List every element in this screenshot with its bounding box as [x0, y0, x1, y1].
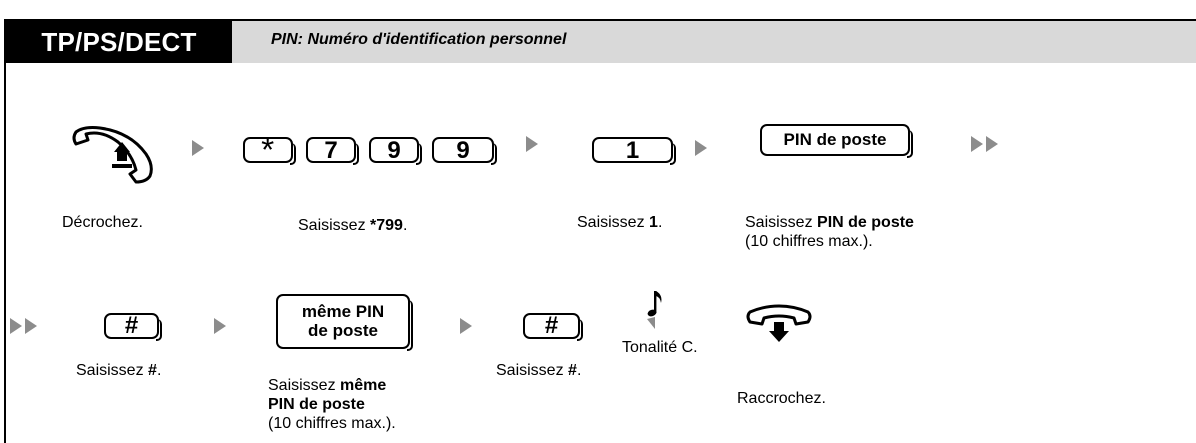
key-7[interactable]: 7	[306, 137, 359, 165]
star-glyph: *	[261, 131, 275, 170]
label-on-hook: Raccrochez.	[737, 390, 826, 407]
continue-double-arrow-icon	[10, 318, 22, 334]
label-enter-same-pin: Saisissez même PIN de poste (10 chiffres…	[268, 377, 396, 432]
hash-key[interactable]: #	[523, 313, 583, 341]
device-tag: TP/PS/DECT	[6, 21, 232, 63]
key-1[interactable]: 1	[592, 137, 676, 165]
label-enter-pin: Saisissez PIN de poste (10 chiffres max.…	[745, 214, 914, 250]
step-arrow-icon	[695, 140, 707, 156]
label-enter-799: Saisissez *799.	[298, 217, 408, 234]
label-enter-hash: Saisissez #.	[496, 362, 582, 379]
music-note-icon	[647, 291, 662, 329]
step-arrow-icon	[192, 140, 204, 156]
key-9[interactable]: 9	[432, 137, 497, 165]
header-subtitle: PIN: Numéro d'identification personnel	[271, 31, 567, 48]
pin-de-poste-key[interactable]: PIN de poste	[760, 124, 913, 158]
label-enter-1: Saisissez 1.	[577, 214, 663, 231]
continue-double-arrow-icon	[971, 136, 983, 152]
handset-lift-icon	[72, 126, 153, 184]
hash-key[interactable]: #	[104, 313, 162, 341]
diagram-frame	[4, 19, 1196, 443]
step-arrow-icon	[526, 136, 538, 152]
step-arrow-icon	[214, 318, 226, 334]
step-arrow-icon	[460, 318, 472, 334]
key-9[interactable]: 9	[369, 137, 422, 165]
handset-hangup-icon	[746, 304, 812, 342]
label-enter-hash: Saisissez #.	[76, 362, 162, 379]
continue-double-arrow-icon	[986, 136, 998, 152]
star-key[interactable]: *	[243, 133, 296, 167]
continue-double-arrow-icon	[25, 318, 37, 334]
label-tone: Tonalité C.	[622, 339, 698, 356]
label-off-hook: Décrochez.	[62, 214, 143, 231]
